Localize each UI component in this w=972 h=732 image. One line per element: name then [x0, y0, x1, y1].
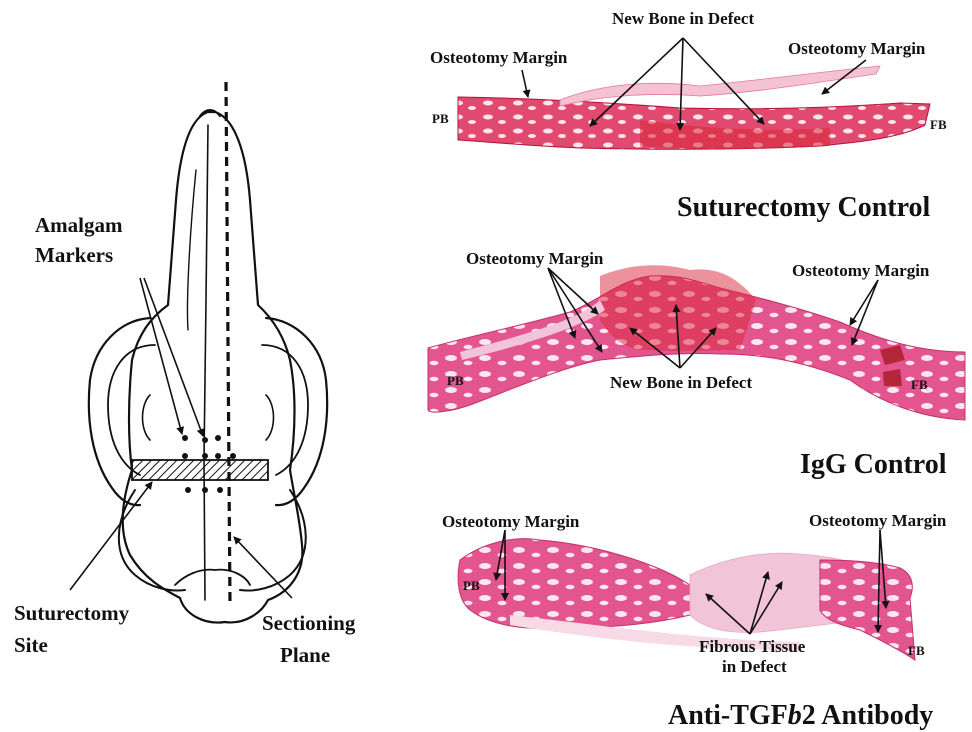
sectioning-label-line1: Sectioning: [262, 611, 356, 635]
suturectomy-label-line2: Site: [14, 633, 48, 657]
p1-title: Suturectomy Control: [677, 192, 931, 223]
amalgam-label-line1: Amalgam: [35, 213, 123, 237]
p1-margin-right-label: Osteotomy Margin: [788, 39, 926, 58]
p1-pb-label: PB: [432, 111, 449, 126]
p3-title-prefix: Anti-TGF: [668, 700, 788, 731]
p2-margin-left-label: Osteotomy Margin: [466, 249, 604, 268]
amalgam-label-line2: Markers: [35, 243, 113, 267]
p1-margin-left-label: Osteotomy Margin: [430, 48, 568, 67]
suturectomy-label-line1: Suturectomy: [14, 601, 130, 625]
p2-fb-label: FB: [911, 377, 928, 392]
p3-margin-right-label: Osteotomy Margin: [809, 511, 947, 530]
p3-title-suffix: 2 Antibody: [802, 700, 934, 731]
sectioning-plane-line: [226, 82, 230, 605]
p3-title-italic: b: [788, 700, 802, 731]
suturectomy-site-hatch: [132, 460, 268, 480]
p2-margin-right-label: Osteotomy Margin: [792, 261, 930, 280]
sectioning-label-line2: Plane: [280, 643, 330, 667]
p1-fb-label: FB: [930, 117, 947, 132]
p3-fb-label: FB: [908, 643, 925, 658]
p1-new-bone-label: New Bone in Defect: [612, 9, 754, 28]
panel-anti-tgfb2: [458, 530, 915, 660]
p3-margin-left-label: Osteotomy Margin: [442, 512, 580, 531]
p2-new-bone-label: New Bone in Defect: [610, 373, 752, 392]
p3-title: Anti-TGFb2 Antibody: [668, 700, 933, 731]
p3-pb-label: PB: [463, 578, 480, 593]
p3-fibrous-label-line2: in Defect: [722, 657, 787, 676]
p2-title: IgG Control: [800, 449, 947, 480]
skull-diagram: [70, 82, 327, 623]
p3-fibrous-label-line1: Fibrous Tissue: [699, 637, 806, 656]
panel-igg-control: [428, 265, 965, 420]
p2-pb-label: PB: [447, 373, 464, 388]
